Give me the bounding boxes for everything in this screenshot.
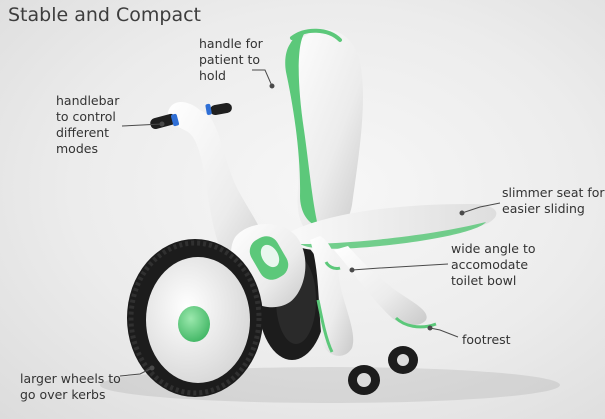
leader-seat: [461, 202, 501, 214]
leader-handle: [252, 69, 273, 87]
leg-structure: [310, 236, 437, 356]
front-wheel: [127, 239, 263, 397]
leader-handlebar: [121, 123, 163, 127]
leader-angle: [351, 263, 449, 271]
handlebar: [150, 102, 232, 130]
annotation-seat: slimmer seat for easier sliding: [502, 185, 605, 216]
leader-footrest: [429, 327, 459, 338]
annotation-handle: handle for patient to hold: [199, 36, 263, 83]
leader-wheels: [119, 367, 153, 377]
caster-wheel-left: [348, 365, 380, 395]
leader-lines: [119, 69, 501, 377]
annotation-wheels: larger wheels to go over kerbs: [20, 371, 121, 402]
annotation-handlebar: handlebar to control different modes: [56, 93, 120, 156]
annotation-footrest: footrest: [462, 332, 511, 347]
seat-back: [285, 28, 363, 237]
page-title: Stable and Compact: [8, 4, 202, 26]
annotation-angle: wide angle to accomodate toilet bowl: [451, 241, 536, 288]
caster-wheel-right: [388, 346, 418, 374]
